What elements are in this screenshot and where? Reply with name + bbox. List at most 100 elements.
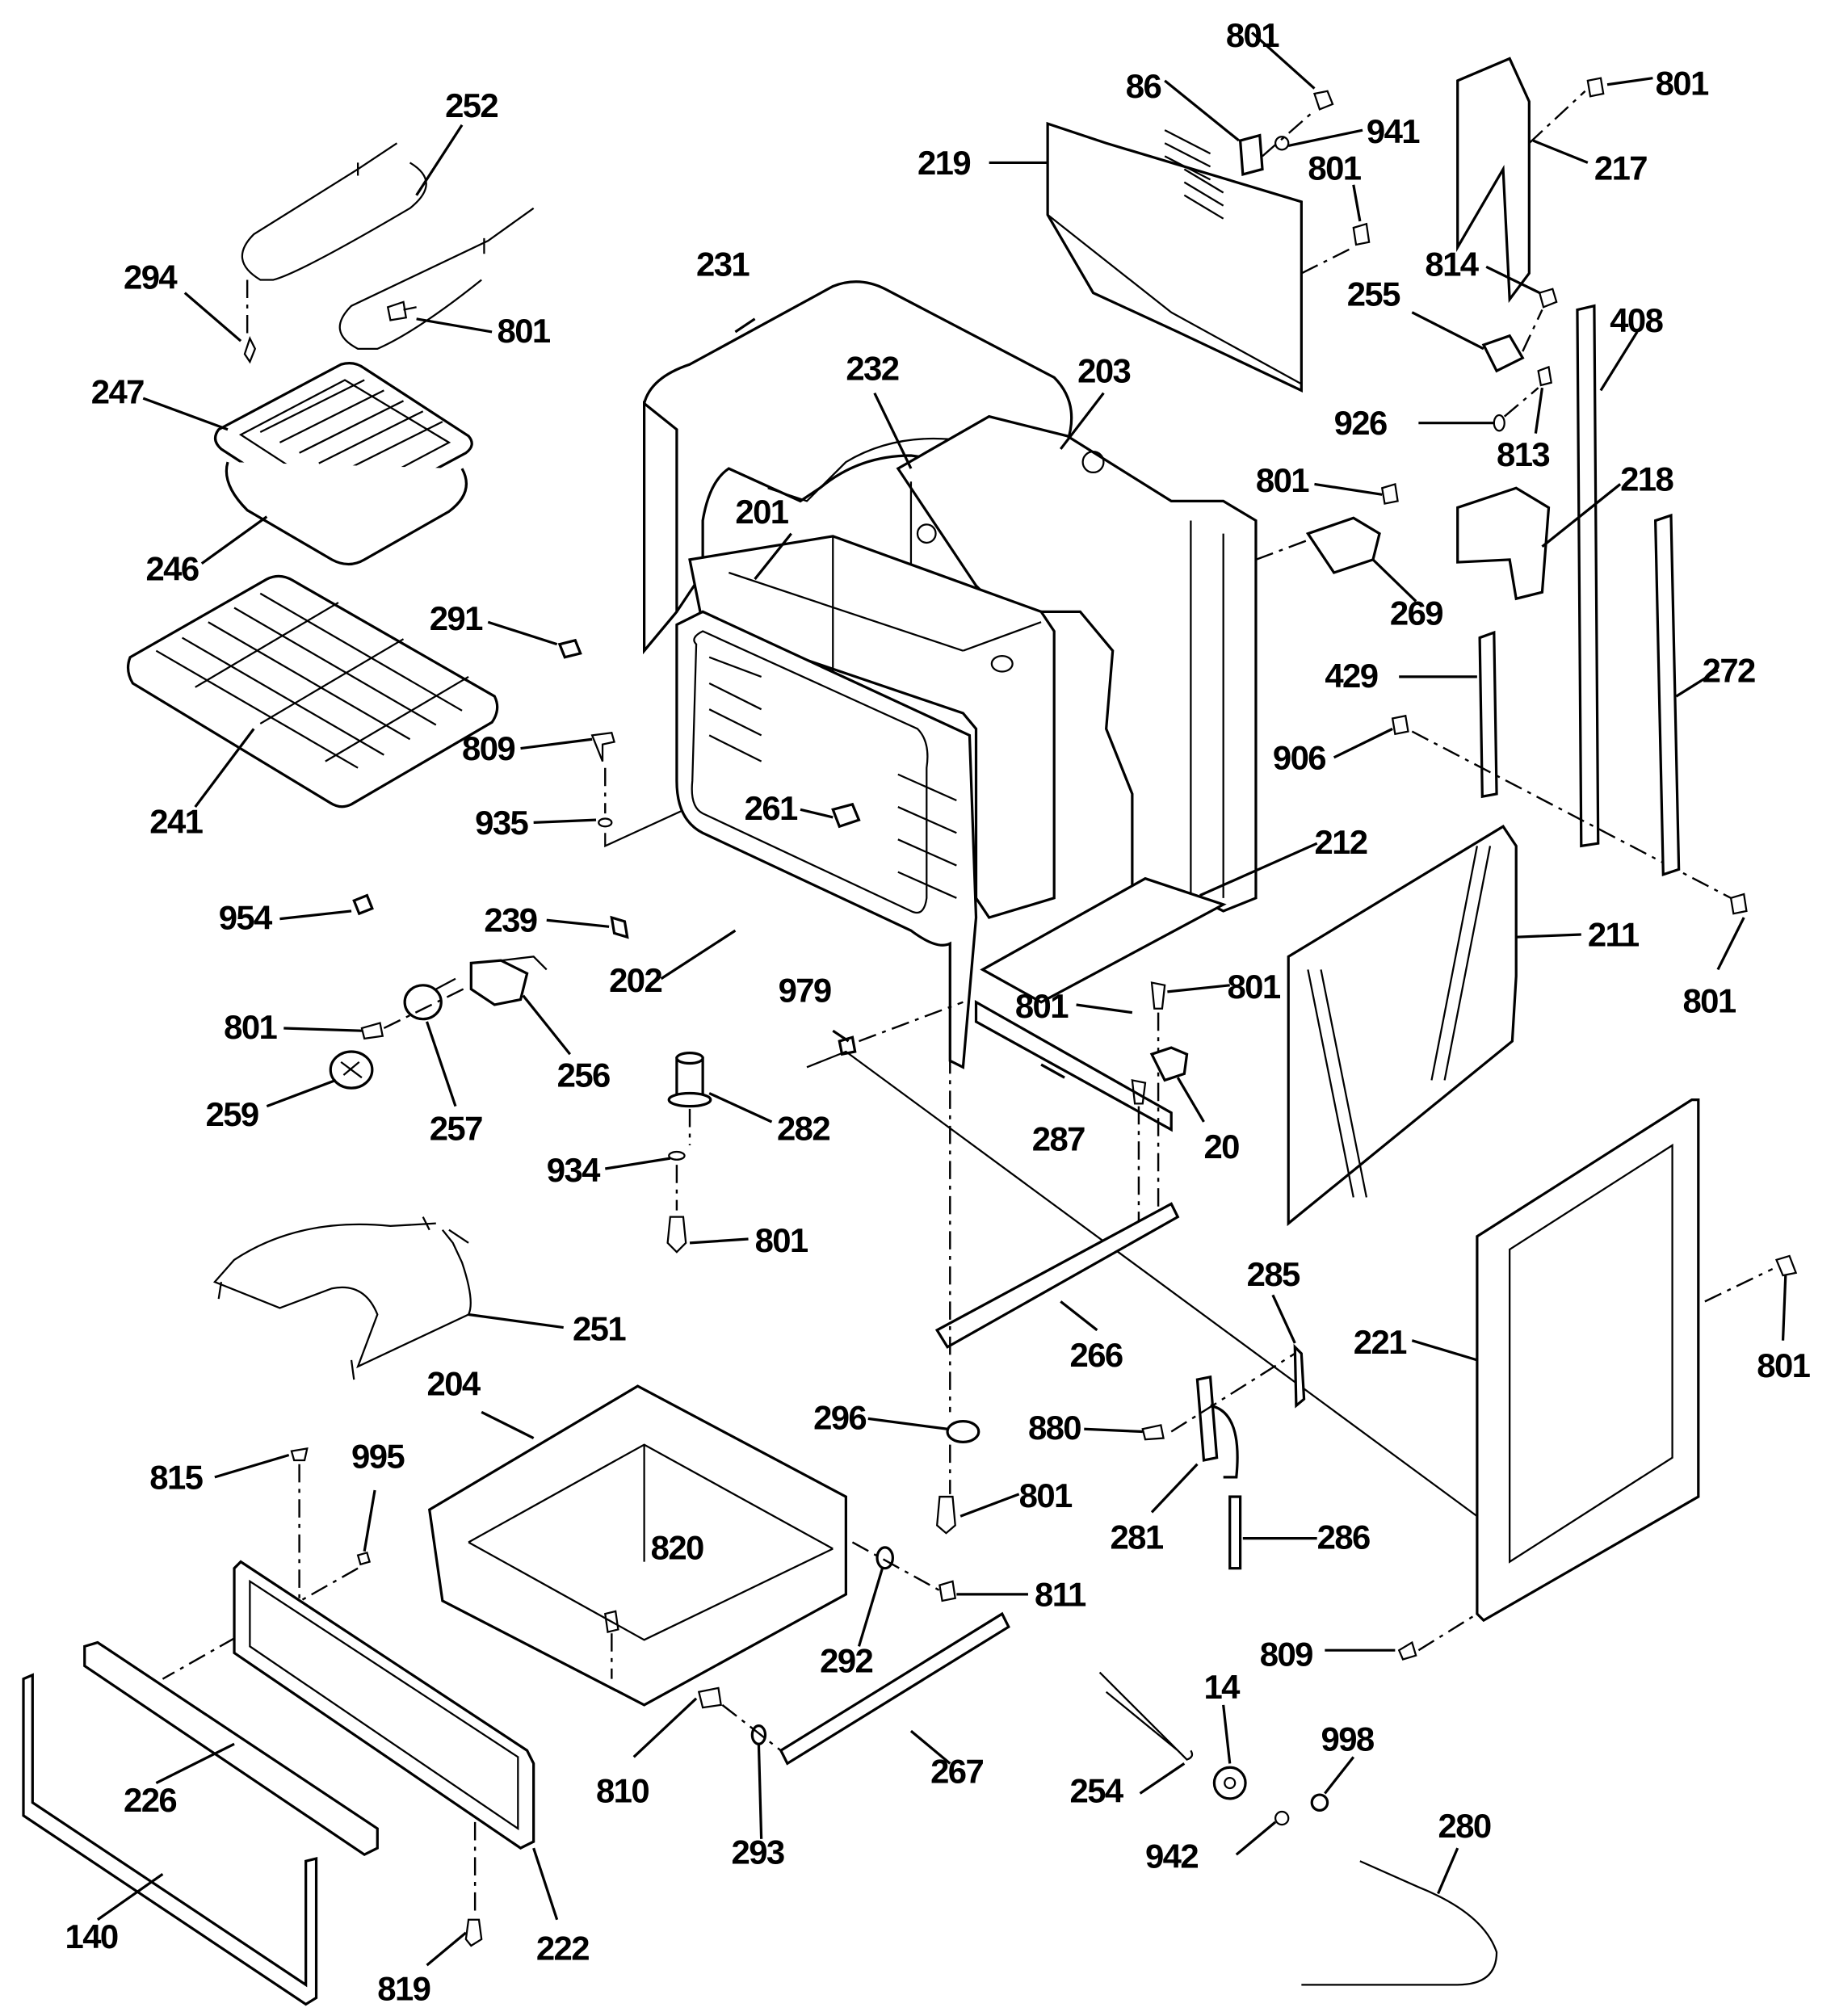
label-241: 241 (149, 802, 203, 840)
hinge-spring-part[interactable] (1228, 1495, 1242, 1570)
label-286: 286 (1317, 1518, 1370, 1556)
hinge-pin-part[interactable] (1293, 1343, 1306, 1409)
washer-934-part[interactable] (668, 1150, 686, 1161)
screw-801e-part[interactable] (1150, 981, 1166, 1010)
front-frame-part[interactable] (675, 610, 978, 1069)
screw-801b-part[interactable] (360, 1022, 384, 1040)
bracket-20-part[interactable] (1149, 1046, 1189, 1082)
label-801: 801 (1682, 982, 1736, 1020)
label-226: 226 (124, 1781, 176, 1819)
rack-stop-part[interactable] (557, 638, 582, 659)
screw-880-part[interactable] (1141, 1424, 1165, 1441)
screw-801a-part[interactable] (386, 300, 417, 321)
label-211: 211 (1588, 915, 1640, 953)
bracket-239-part[interactable] (610, 915, 629, 939)
label-941: 941 (1367, 112, 1420, 150)
screw-810-part[interactable] (697, 1686, 722, 1709)
screw-819-part[interactable] (464, 1918, 483, 1947)
broiler-pan-part[interactable] (225, 461, 468, 566)
label-801: 801 (1757, 1346, 1810, 1384)
label-86: 86 (1126, 67, 1161, 105)
screw-801i-part[interactable] (1586, 77, 1605, 98)
screw-801c-part[interactable] (666, 1216, 687, 1254)
label-801: 801 (1308, 149, 1361, 187)
label-140: 140 (65, 1917, 118, 1955)
bracket-269-part[interactable] (1305, 516, 1381, 574)
roller-293-part[interactable] (750, 1724, 767, 1745)
vent-duct-part[interactable] (1456, 57, 1531, 304)
rear-cover-part[interactable] (1046, 121, 1303, 393)
label-801: 801 (1015, 987, 1069, 1025)
drawer-rail-267-part[interactable] (779, 1611, 1010, 1766)
screw-801k-part[interactable] (1729, 892, 1748, 915)
bracket-218-part[interactable] (1456, 486, 1551, 601)
label-217: 217 (1594, 149, 1647, 187)
label-218: 218 (1620, 460, 1673, 498)
door-frame-part[interactable] (1476, 1098, 1700, 1623)
washer-926-part[interactable] (1493, 414, 1505, 432)
nut-998-part[interactable] (1310, 1793, 1329, 1812)
temperature-sensor-part[interactable] (1301, 1860, 1498, 1986)
label-255: 255 (1347, 275, 1400, 313)
label-801: 801 (224, 1008, 277, 1046)
washer-941-part[interactable] (1274, 136, 1290, 151)
sensor-part[interactable] (831, 802, 861, 829)
clip-954-part[interactable] (352, 893, 374, 916)
rail-287-part[interactable] (974, 999, 1173, 1132)
broil-element-part[interactable] (241, 142, 535, 350)
clip-979-part[interactable] (838, 1035, 857, 1056)
screw-813-part[interactable] (1537, 365, 1553, 387)
leveling-leg-part[interactable] (667, 1051, 712, 1108)
screw-801j-part[interactable] (1380, 482, 1399, 505)
label-954: 954 (219, 899, 273, 937)
side-trim-272-part[interactable] (1653, 513, 1681, 877)
screw-815-part[interactable] (290, 1447, 309, 1462)
screw-906-part[interactable] (1391, 714, 1409, 736)
screw-809a-part[interactable] (590, 731, 615, 762)
drawer-rail-266-part[interactable] (934, 1202, 1180, 1349)
roller-292-part[interactable] (876, 1546, 894, 1570)
drawer-front-part[interactable] (233, 1560, 535, 1850)
side-strip-429-part[interactable] (1478, 630, 1498, 799)
label-204: 204 (427, 1364, 481, 1402)
label-269: 269 (1390, 594, 1442, 632)
screw-809b-part[interactable] (1397, 1640, 1417, 1661)
screw-814-part[interactable] (1538, 288, 1558, 309)
terminal-block-part[interactable] (1481, 334, 1525, 373)
drawer-body-part[interactable] (427, 1384, 847, 1707)
label-801: 801 (1256, 461, 1309, 499)
side-trim-408-part[interactable] (1576, 304, 1600, 848)
label-282: 282 (777, 1110, 829, 1148)
side-panel-part[interactable] (1287, 825, 1518, 1227)
drawer-trim-part[interactable] (22, 1673, 318, 2006)
screw-811-part[interactable] (938, 1580, 957, 1602)
roller-296-part[interactable] (946, 1419, 980, 1443)
screw-801f-part[interactable] (935, 1495, 956, 1535)
screw-801h-part[interactable] (1352, 222, 1371, 246)
bracket-86-part[interactable] (1238, 133, 1264, 176)
label-281: 281 (1110, 1518, 1163, 1556)
drawer-handle-part[interactable] (83, 1640, 379, 1857)
grommet-part[interactable] (1212, 1766, 1247, 1800)
screw-820-part[interactable] (604, 1610, 619, 1634)
lamp-assembly-part[interactable] (329, 956, 548, 1090)
screw-801l-part[interactable] (1774, 1254, 1798, 1277)
washer-935-part[interactable] (598, 817, 613, 828)
label-801: 801 (498, 312, 551, 350)
oven-rack-part[interactable] (126, 574, 499, 808)
bottom-panel-part[interactable] (980, 876, 1227, 1004)
leader-lines (96, 32, 1787, 1967)
bake-element-part[interactable] (212, 1222, 472, 1369)
clip-995-part[interactable] (356, 1551, 372, 1566)
label-222: 222 (536, 1930, 589, 1968)
hinge-part[interactable] (1195, 1375, 1239, 1479)
screw-801d-part[interactable] (1131, 1079, 1147, 1105)
label-231: 231 (696, 246, 750, 284)
wire-harness-part[interactable] (1098, 1671, 1194, 1761)
label-296: 296 (813, 1398, 866, 1436)
label-219: 219 (918, 144, 970, 182)
element-clip-part[interactable] (243, 336, 257, 364)
washer-942-part[interactable] (1274, 1810, 1290, 1826)
part-labels: 252 294 801 247 246 241 291 809 935 954 … (65, 16, 1812, 2008)
screw-801g-part[interactable] (1312, 90, 1334, 111)
